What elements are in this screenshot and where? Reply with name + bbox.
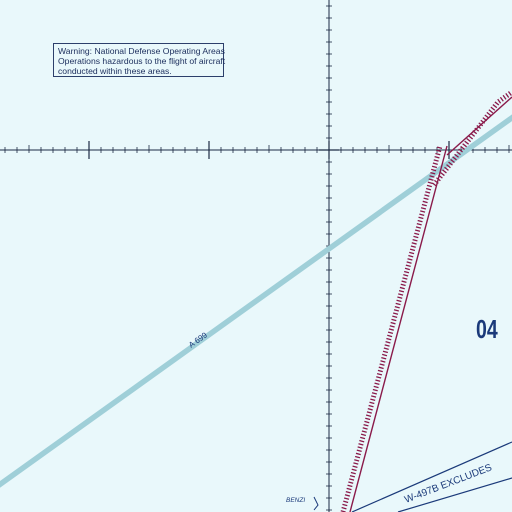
restricted-area-line-lower	[397, 477, 512, 512]
warning-line: Operations hazardous to the flight of ai…	[58, 56, 226, 66]
fix-symbol	[313, 496, 319, 511]
restricted-area-line	[351, 441, 512, 512]
warning-line: conducted within these areas.	[58, 66, 172, 76]
fix-label: BENZI	[286, 497, 305, 504]
longitude-ticks	[319, 5, 339, 511]
airway-a699	[0, 114, 512, 488]
warning-line: Warning: National Defense Operating Area…	[58, 46, 225, 56]
airway-label: A 699	[187, 330, 209, 349]
warning-notice: Warning: National Defense Operating Area…	[53, 43, 226, 77]
restricted-area-boundary	[340, 89, 512, 512]
latitude-ticks	[4, 141, 510, 159]
chart-number: 04	[476, 314, 498, 343]
